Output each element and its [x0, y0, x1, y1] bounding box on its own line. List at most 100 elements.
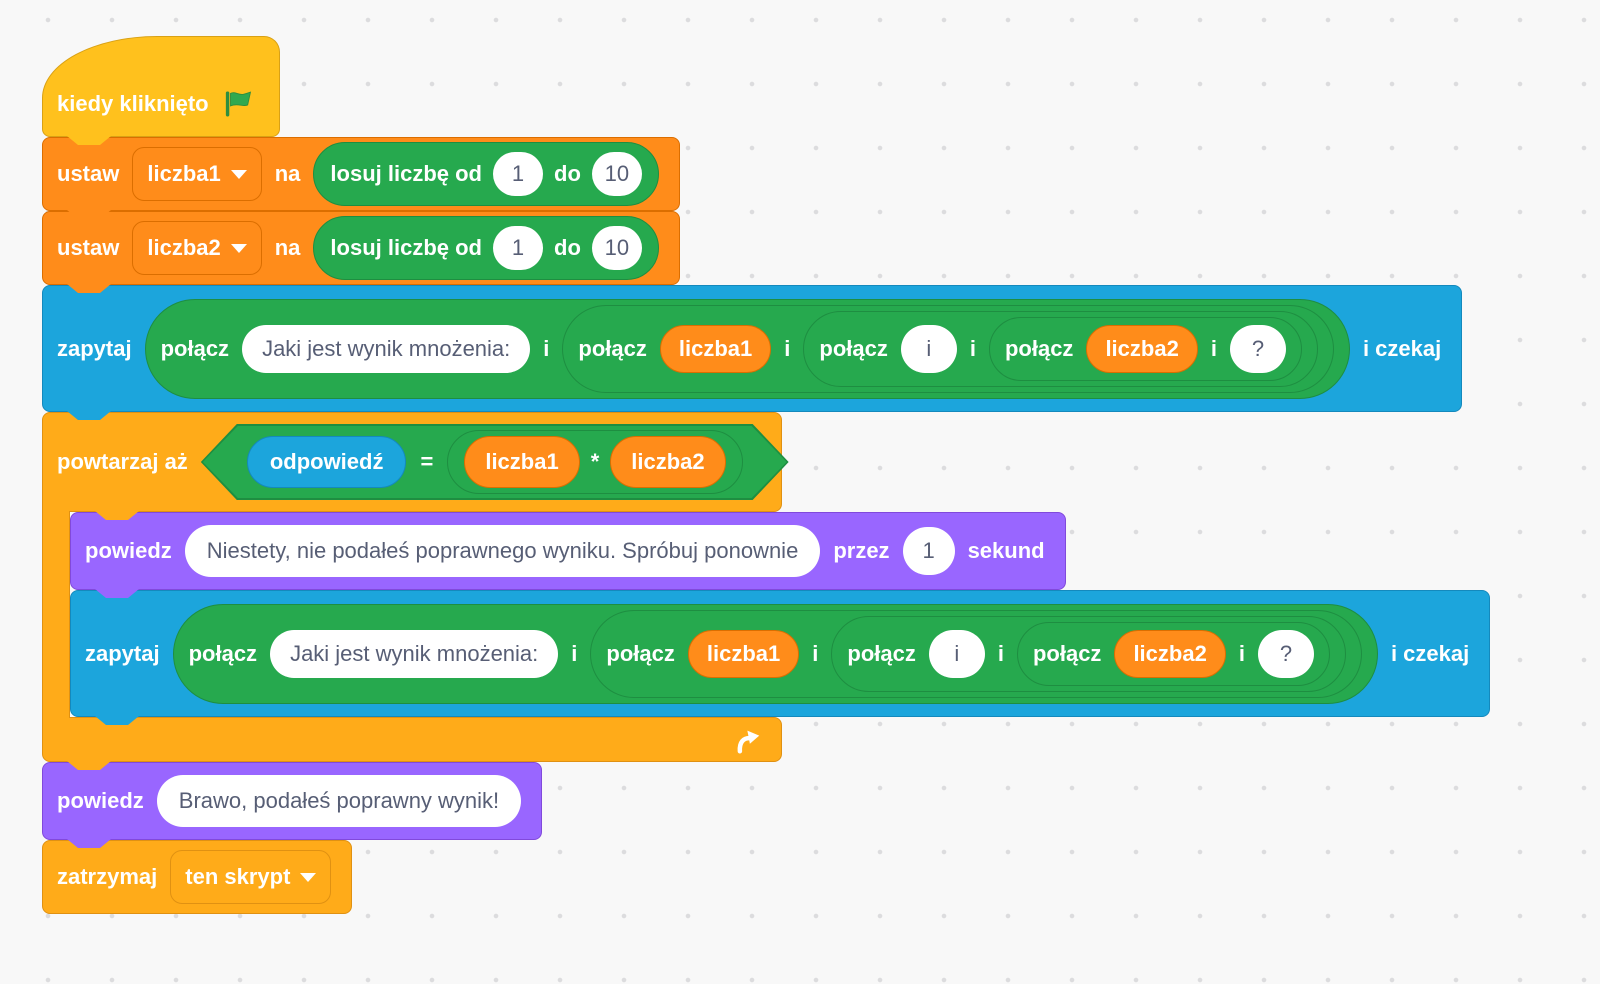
say-block[interactable]: powiedz Brawo, podałeś poprawny wynik!: [42, 762, 543, 848]
and-separator-label: i: [784, 335, 791, 361]
question-mark-input[interactable]: ?: [1229, 324, 1286, 373]
for-label: przez: [833, 538, 890, 563]
and-separator-label: i: [812, 640, 819, 666]
repeat-until-label: powtarzaj aż: [57, 449, 188, 474]
block-connector: [67, 136, 111, 145]
stop-option-value: ten skrypt: [185, 864, 291, 889]
ask-and-wait-block[interactable]: zapytaj połącz Jaki jest wynik mnożenia:…: [42, 285, 1463, 420]
random-to-label: do: [554, 161, 581, 186]
question-text-input[interactable]: Jaki jest wynik mnożenia:: [242, 324, 531, 373]
stop-label: zatrzymaj: [57, 864, 158, 889]
equals-label: =: [420, 449, 434, 474]
variable-dropdown-liczba1[interactable]: liczba1: [132, 147, 262, 201]
say-label: powiedz: [57, 788, 144, 813]
block-connector: [67, 210, 111, 219]
join-block-level1[interactable]: połącz Jaki jest wynik mnożenia: i połąc…: [172, 603, 1378, 704]
seconds-unit-label: sekund: [967, 538, 1045, 563]
loop-arrow-icon: [733, 725, 763, 755]
set-label: ustaw: [57, 235, 120, 260]
green-flag-icon: [222, 90, 254, 118]
say-for-seconds-block[interactable]: powiedz Niestety, nie podałeś poprawnego…: [70, 512, 1066, 598]
times-label: *: [590, 449, 600, 474]
chevron-down-icon: [230, 169, 247, 179]
repeat-until-arm[interactable]: [42, 511, 70, 718]
and-separator-label: i: [1238, 640, 1245, 666]
middle-text-input[interactable]: i: [900, 324, 957, 373]
variable-pill-liczba1[interactable]: liczba1: [687, 629, 800, 678]
block-connector: [67, 411, 111, 420]
ask-label: zapytaj: [57, 335, 132, 361]
variable-dropdown-liczba2[interactable]: liczba2: [132, 221, 262, 275]
ask-label: zapytaj: [85, 640, 160, 666]
when-clicked-label: kiedy kliknięto: [57, 90, 209, 116]
join-block-level3[interactable]: połącz i i połącz liczba2 i ?: [831, 615, 1346, 692]
say-label: powiedz: [85, 538, 172, 563]
question-mark-input[interactable]: ?: [1257, 629, 1314, 678]
random-to-input[interactable]: 10: [591, 152, 642, 196]
join-label: połącz: [606, 640, 675, 666]
to-label: na: [274, 161, 301, 186]
join-label: połącz: [160, 335, 230, 361]
middle-text-input[interactable]: i: [928, 629, 985, 678]
join-label: połącz: [1004, 335, 1074, 361]
equals-boolean-block[interactable]: odpowiedź = liczba1 * liczba2: [201, 424, 789, 500]
block-connector: [95, 511, 139, 520]
pick-random-label: losuj liczbę od: [330, 161, 482, 186]
block-connector: [67, 839, 111, 848]
join-label: połącz: [1032, 640, 1102, 666]
stop-block[interactable]: zatrzymaj ten skrypt: [42, 840, 353, 914]
variable-dropdown-value: liczba1: [147, 161, 221, 186]
say-message-input[interactable]: Brawo, podałeś poprawny wynik!: [156, 775, 522, 827]
join-block-level3[interactable]: połącz i i połącz liczba2 i ?: [803, 310, 1318, 387]
join-block-level1[interactable]: połącz Jaki jest wynik mnożenia: i połąc…: [144, 298, 1350, 399]
join-block-level2[interactable]: połącz liczba1 i połącz i i połącz liczb…: [590, 609, 1362, 698]
repeat-until-block[interactable]: powtarzaj aż odpowiedź = liczba1 * liczb…: [42, 412, 782, 520]
chevron-down-icon: [230, 243, 247, 253]
question-text-input[interactable]: Jaki jest wynik mnożenia:: [270, 629, 559, 678]
join-label: połącz: [578, 335, 647, 361]
random-to-label: do: [554, 235, 581, 260]
join-label: połącz: [188, 640, 258, 666]
pick-random-label: losuj liczbę od: [330, 235, 482, 260]
join-block-level4[interactable]: połącz liczba2 i ?: [988, 316, 1302, 381]
to-label: na: [274, 235, 301, 260]
variable-pill-liczba2[interactable]: liczba2: [1114, 629, 1226, 678]
block-connector: [67, 761, 111, 770]
say-message-input[interactable]: Niestety, nie podałeś poprawnego wyniku.…: [184, 525, 821, 577]
and-separator-label: i: [543, 335, 550, 361]
and-separator-label: i: [969, 335, 976, 361]
random-from-input[interactable]: 1: [493, 152, 543, 196]
set-variable-liczba1-block[interactable]: ustaw liczba1 na losuj liczbę od 1 do 10: [42, 137, 680, 219]
chevron-down-icon: [300, 872, 317, 882]
answer-reporter[interactable]: odpowiedź: [247, 436, 407, 488]
random-to-input[interactable]: 10: [591, 226, 642, 270]
join-block-level2[interactable]: połącz liczba1 i połącz i i połącz liczb…: [562, 304, 1334, 393]
join-label: połącz: [847, 640, 916, 666]
set-variable-liczba2-block[interactable]: ustaw liczba2 na losuj liczbę od 1 do 10: [42, 211, 680, 293]
join-label: połącz: [819, 335, 888, 361]
block-connector: [95, 589, 139, 598]
and-separator-label: i: [997, 640, 1004, 666]
variable-pill-liczba1[interactable]: liczba1: [464, 436, 579, 488]
seconds-input[interactable]: 1: [902, 527, 955, 575]
and-separator-label: i: [1210, 335, 1217, 361]
and-wait-label: i czekaj: [1362, 335, 1442, 361]
and-wait-label: i czekaj: [1390, 640, 1470, 666]
block-connector: [67, 284, 111, 293]
variable-dropdown-value: liczba2: [147, 235, 221, 260]
join-block-level4[interactable]: połącz liczba2 i ?: [1016, 621, 1330, 686]
variable-pill-liczba2[interactable]: liczba2: [610, 436, 725, 488]
block-connector: [95, 716, 139, 725]
variable-pill-liczba1[interactable]: liczba1: [659, 324, 772, 373]
stop-option-dropdown[interactable]: ten skrypt: [170, 850, 332, 904]
variable-pill-liczba2[interactable]: liczba2: [1086, 324, 1198, 373]
repeat-until-footer[interactable]: [42, 717, 782, 770]
pick-random-block[interactable]: losuj liczbę od 1 do 10: [313, 216, 659, 280]
random-from-input[interactable]: 1: [493, 226, 543, 270]
multiply-block[interactable]: liczba1 * liczba2: [447, 430, 742, 494]
when-flag-clicked-block[interactable]: kiedy kliknięto: [42, 36, 280, 145]
pick-random-block[interactable]: losuj liczbę od 1 do 10: [313, 142, 659, 206]
set-label: ustaw: [57, 161, 120, 186]
ask-and-wait-block[interactable]: zapytaj połącz Jaki jest wynik mnożenia:…: [70, 590, 1491, 725]
